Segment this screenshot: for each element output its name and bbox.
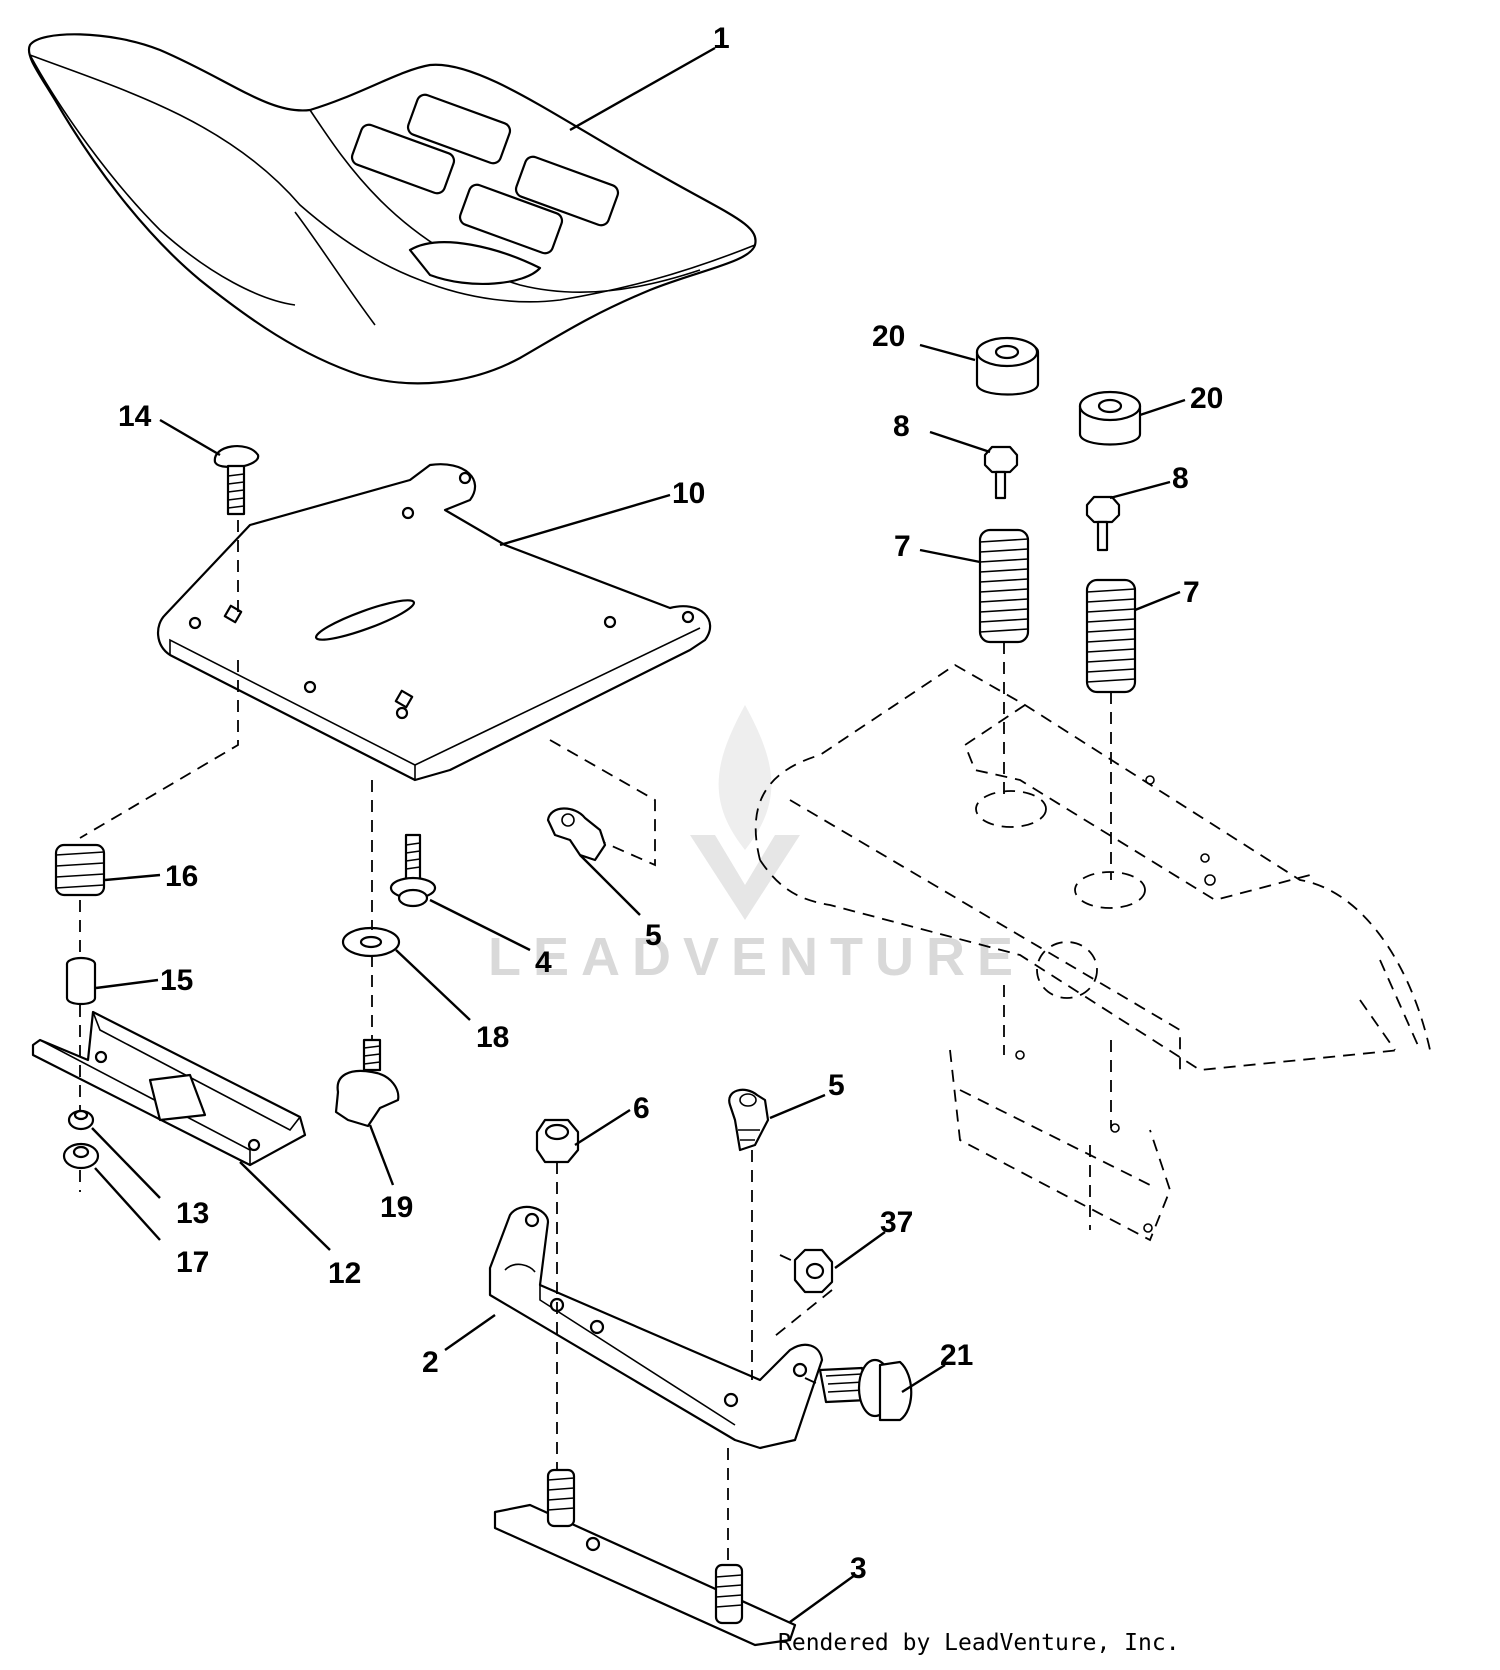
callout-3: 3 [850,1552,867,1585]
callout-20: 20 [1190,382,1223,415]
watermark-text: LEADVENTURE [488,927,1025,987]
callout-10: 10 [672,477,705,510]
callout-8: 8 [893,410,910,443]
assembly-lines [79,520,1112,1563]
callout-15: 15 [160,964,193,997]
flange-bolt-part [818,1358,913,1422]
locknut-part [67,1109,95,1131]
render-credit: Rendered by LeadVenture, Inc. [778,1630,1180,1656]
callout-6: 6 [633,1092,650,1125]
spacer-20-left [975,336,1040,396]
screw-8-right [1085,495,1121,552]
pivot-bracket-part [488,1205,824,1450]
callout-1: 1 [713,22,730,55]
callout-4: 4 [535,946,552,979]
callout-labels: 1 14 10 20 20 8 8 7 7 16 15 4 5 18 19 13… [118,22,1223,1585]
callout-7: 7 [894,530,911,563]
seat-plate-part [157,463,712,782]
callout-17: 17 [176,1246,209,1279]
callout-5: 5 [645,919,662,952]
knob-part [334,1038,400,1128]
watermark: LEADVENTURE [488,705,1025,987]
callout-14: 14 [118,400,152,433]
hex-nut-part-37 [793,1248,834,1294]
callout-20: 20 [872,320,905,353]
callout-18: 18 [476,1021,509,1054]
callout-12: 12 [328,1257,361,1290]
callout-37: 37 [880,1206,913,1239]
spacer-part [65,956,97,1006]
screw-8-left [983,445,1019,500]
spacer-20-right [1078,390,1142,446]
base-plate-part [493,1468,797,1647]
hex-nut-part [535,1118,580,1164]
callout-5: 5 [828,1069,845,1102]
clip-part-lower [728,1088,770,1152]
coil-spring-right [1085,578,1137,694]
callout-21: 21 [940,1339,973,1372]
slide-rail-part [31,1010,307,1167]
shoulder-bolt-part [389,833,437,908]
seat-part [27,33,757,385]
clip-part-upper [546,807,607,862]
callout-2: 2 [422,1346,439,1379]
carriage-bolt-part [213,445,260,516]
callout-19: 19 [380,1191,413,1224]
callout-8: 8 [1172,462,1189,495]
washer-part [341,926,401,958]
flange-nut-part [62,1142,100,1170]
coil-spring-left [978,528,1030,644]
leader-lines [91,46,1186,1623]
spring-part [54,843,106,897]
callout-13: 13 [176,1197,209,1230]
callout-7: 7 [1183,576,1200,609]
fender-reference [754,663,1431,1242]
callout-16: 16 [165,860,198,893]
